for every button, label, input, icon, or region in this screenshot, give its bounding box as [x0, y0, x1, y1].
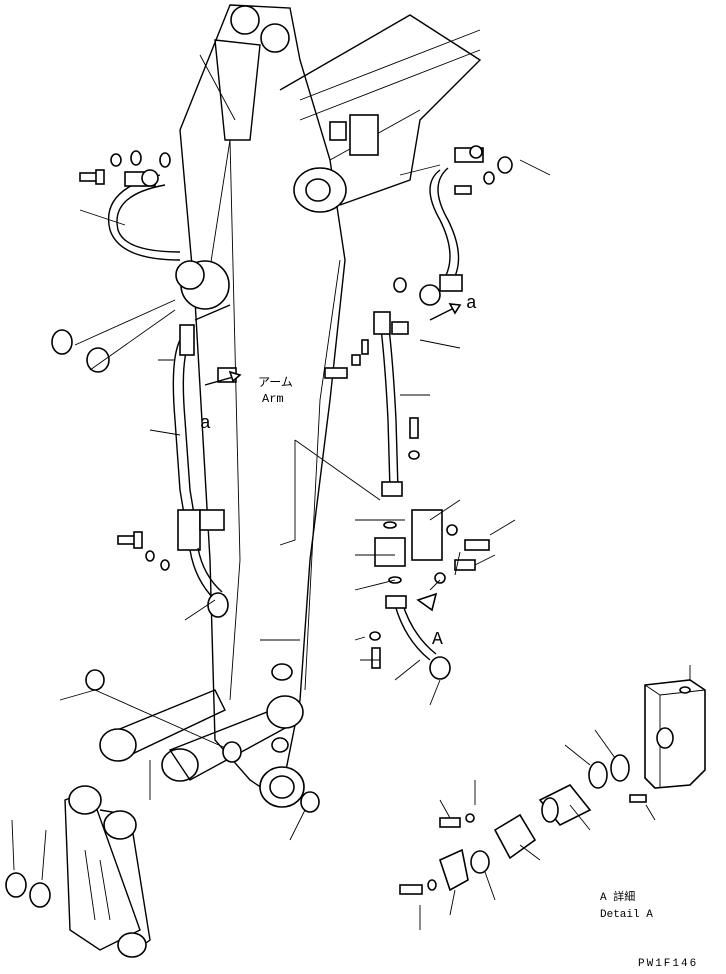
- link-assembly: [85, 663, 320, 813]
- arm-label-en: Arm: [262, 392, 284, 406]
- detail-label-en: Detail A: [600, 909, 653, 921]
- ref-a-left: a: [200, 414, 211, 434]
- right-hose-assembly: [324, 145, 513, 497]
- boom-upper: [279, 14, 482, 206]
- detail-a: [399, 665, 706, 930]
- arrow-a-left: [204, 370, 242, 386]
- ref-a-upper: a: [466, 294, 477, 314]
- drawing-code: PW1F146: [638, 958, 698, 970]
- bottom-link: [5, 785, 151, 958]
- left-hose-assembly: [108, 169, 237, 618]
- ref-A: A: [432, 630, 443, 650]
- valve-assembly: [369, 509, 490, 680]
- detail-label-jp: A 詳細: [600, 889, 635, 904]
- arm-label-jp: アーム: [258, 376, 293, 390]
- leader-lines: [59, 159, 551, 841]
- arm-body: [175, 4, 347, 802]
- left-fasteners: [51, 150, 171, 571]
- arrow-a-upper: [429, 303, 462, 321]
